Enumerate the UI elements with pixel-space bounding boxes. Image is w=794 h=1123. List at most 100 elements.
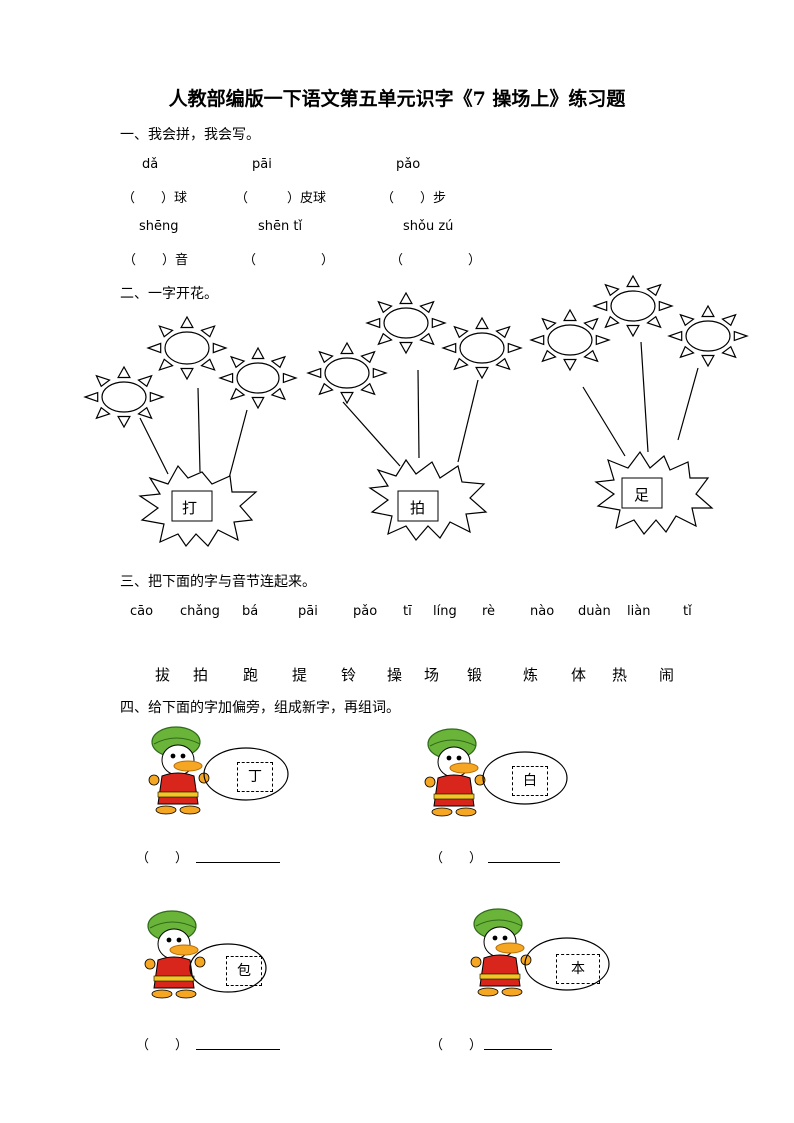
sun-center xyxy=(547,324,593,356)
stem-line xyxy=(342,401,401,467)
character[interactable]: 铃 xyxy=(341,666,357,684)
sun-center xyxy=(610,290,656,322)
syllable[interactable]: duàn xyxy=(578,604,611,619)
syllable[interactable]: líng xyxy=(433,604,457,619)
radical-box-ben: 本 xyxy=(556,954,600,984)
answer-line-2[interactable] xyxy=(488,862,560,863)
character[interactable]: 提 xyxy=(292,666,308,684)
sun-ray xyxy=(399,341,413,355)
section-4-heading: 四、给下面的字加偏旁，组成新字，再组词。 xyxy=(120,700,400,716)
sun-ray xyxy=(117,415,131,429)
character[interactable]: 拔 xyxy=(155,666,171,684)
stem-line xyxy=(677,367,699,441)
syllable[interactable]: rè xyxy=(482,604,496,619)
syllable[interactable]: pǎo xyxy=(353,604,378,619)
syllable[interactable]: bá xyxy=(242,604,259,619)
character[interactable]: 闹 xyxy=(659,666,675,684)
pinyin-da: dǎ xyxy=(142,157,159,172)
sun-center xyxy=(685,320,731,352)
syllable[interactable]: cāo xyxy=(130,604,154,619)
sun-ray xyxy=(372,367,388,379)
blank-yin[interactable]: （ ）音 xyxy=(123,253,189,268)
sun-shape xyxy=(667,304,749,368)
sun-ray xyxy=(229,387,246,401)
stem-line xyxy=(227,409,248,483)
stem-line xyxy=(457,379,479,463)
flower-char-da: 打 xyxy=(182,499,198,517)
sun-ray xyxy=(679,345,695,359)
page-title: 人教部编版一下语文第五单元识字《7 操场上》练习题 xyxy=(168,88,626,110)
sun-ray xyxy=(180,315,194,329)
stem-line xyxy=(417,369,420,459)
character[interactable]: 热 xyxy=(612,666,628,684)
syllable[interactable]: chǎng xyxy=(180,604,220,619)
sun-ray xyxy=(360,350,376,364)
duck-mascot-icon xyxy=(470,908,532,997)
syllable[interactable]: nào xyxy=(530,604,555,619)
sun-ray xyxy=(595,334,611,346)
answer-line-3[interactable] xyxy=(196,1049,280,1050)
sun-ray xyxy=(282,372,298,384)
speech-oval xyxy=(189,943,267,993)
sun-ray xyxy=(270,355,287,369)
section-3-heading: 三、把下面的字与音节连起来。 xyxy=(120,574,316,590)
answer-paren-2[interactable]: （ ） xyxy=(430,851,483,866)
duck-mascot-icon xyxy=(148,726,210,815)
answer-paren-1[interactable]: （ ） xyxy=(136,851,189,866)
sun-shape xyxy=(529,308,611,372)
character[interactable]: 锻 xyxy=(467,666,483,684)
answer-line-1[interactable] xyxy=(196,862,280,863)
blank-bu[interactable]: （ ）步 xyxy=(381,191,447,206)
sun-ray xyxy=(646,283,662,297)
character[interactable]: 炼 xyxy=(523,666,539,684)
section-2-heading: 二、一字开花。 xyxy=(120,286,218,302)
character[interactable]: 跑 xyxy=(243,666,259,684)
sun-ray xyxy=(360,382,376,396)
sun-ray xyxy=(419,300,435,314)
answer-paren-3[interactable]: （ ） xyxy=(136,1038,189,1053)
sun-ray xyxy=(453,357,469,371)
pinyin-shenti: shēn tǐ xyxy=(258,219,303,234)
sun-ray xyxy=(365,317,381,329)
answer-line-4[interactable] xyxy=(484,1049,552,1050)
sun-ray xyxy=(453,325,469,339)
sun-ray xyxy=(721,313,737,327)
sun-ray xyxy=(658,300,674,312)
blank-piqiu[interactable]: （ ）皮球 xyxy=(235,191,327,206)
flower-char-pai: 拍 xyxy=(410,499,426,517)
sun-ray xyxy=(95,374,111,388)
character[interactable]: 操 xyxy=(387,666,403,684)
sun-center xyxy=(101,381,147,413)
character[interactable]: 场 xyxy=(424,666,440,684)
radical-box-bao: 包 xyxy=(226,956,262,986)
sun-ray xyxy=(377,332,393,346)
sun-ray xyxy=(200,358,216,371)
syllable[interactable]: liàn xyxy=(627,604,651,619)
character[interactable]: 体 xyxy=(571,666,587,684)
sun-ray xyxy=(541,349,557,363)
sun-ray xyxy=(626,274,640,288)
sun-ray xyxy=(541,317,557,331)
stem-line xyxy=(640,341,649,453)
sun-ray xyxy=(733,330,749,342)
blank-shouzu[interactable]: （ ） xyxy=(390,253,482,268)
sun-ray xyxy=(270,387,287,401)
answer-paren-4[interactable]: （ ） xyxy=(430,1038,483,1053)
syllable[interactable]: tǐ xyxy=(683,604,692,619)
speech-oval xyxy=(482,751,568,805)
blank-shenti[interactable]: （ ） xyxy=(243,253,335,268)
sun-center xyxy=(236,362,280,394)
syllable[interactable]: pāi xyxy=(298,604,318,619)
pinyin-pai: pāi xyxy=(252,157,272,172)
char-box xyxy=(397,490,439,522)
blank-qiu[interactable]: （ ）球 xyxy=(122,191,188,206)
sun-ray xyxy=(340,341,354,355)
sun-ray xyxy=(83,391,99,403)
character[interactable]: 拍 xyxy=(193,666,209,684)
syllable[interactable]: tī xyxy=(403,604,412,619)
pinyin-pao: pǎo xyxy=(396,157,421,172)
sun-ray xyxy=(306,367,322,379)
sun-ray xyxy=(377,300,393,314)
flower-char-zu: 足 xyxy=(634,486,650,504)
